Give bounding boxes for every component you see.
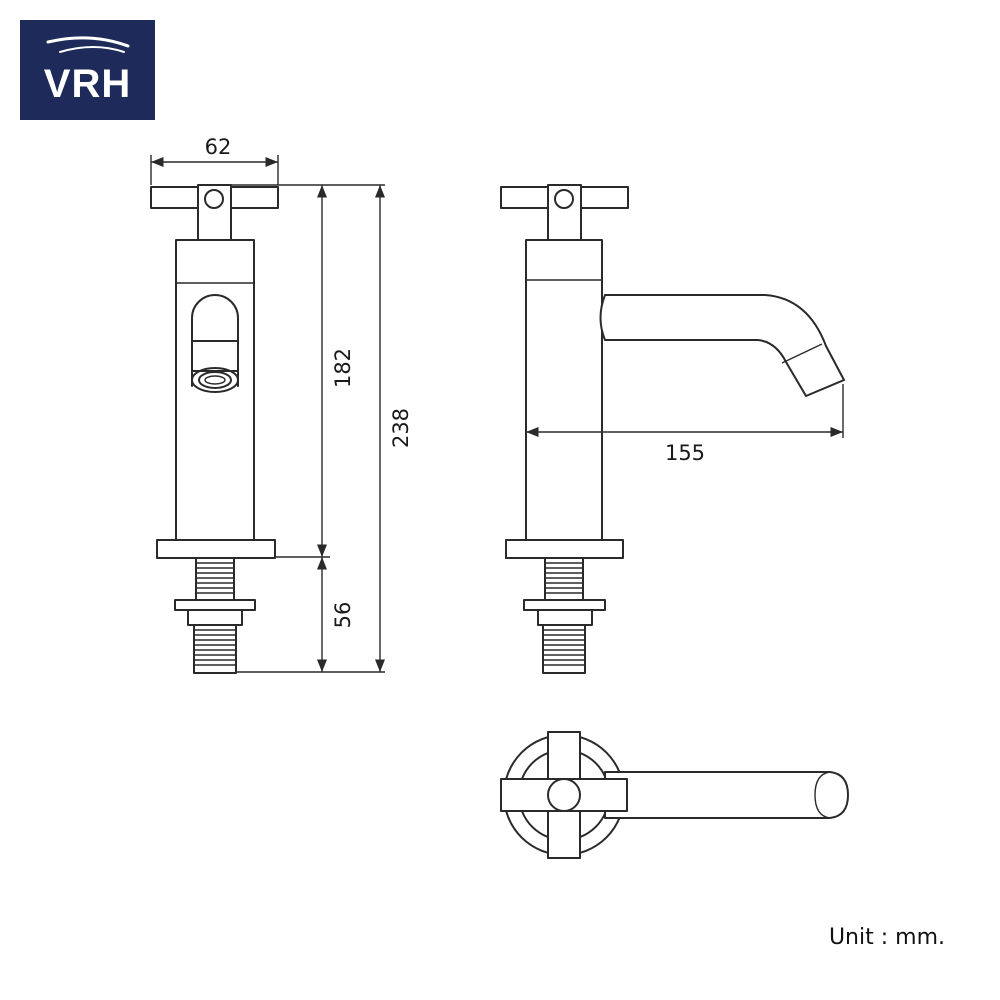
dim-spout-reach: 155 (665, 441, 705, 465)
front-spout-opening (191, 294, 239, 387)
side-handle-screw-icon (554, 189, 574, 209)
front-body (175, 239, 255, 541)
front-view: 62 182 56 238 (150, 135, 413, 674)
side-handle-stem (547, 184, 582, 241)
front-base-flange (156, 539, 276, 559)
dim-total-height: 238 (389, 408, 413, 448)
front-handle-stem (197, 184, 232, 241)
front-handle-screw-icon (204, 189, 224, 209)
dim-body-height: 182 (331, 348, 355, 388)
dim-handle-width: 62 (205, 135, 232, 159)
wave-icon (46, 36, 130, 53)
side-spout (599, 294, 845, 397)
front-aerator (191, 340, 239, 372)
top-view (500, 731, 849, 859)
side-base-flange (505, 539, 624, 559)
logo-text: VRH (43, 62, 132, 106)
top-spout (604, 771, 849, 819)
vrh-logo: VRH (20, 20, 155, 120)
top-handle-cap-icon (547, 778, 581, 812)
side-body (525, 239, 603, 541)
dim-shank-length: 56 (331, 602, 355, 629)
unit-label: Unit : mm. (828, 925, 945, 950)
side-view: 155 (500, 184, 845, 674)
side-shank (523, 557, 606, 674)
front-shank (174, 557, 256, 674)
